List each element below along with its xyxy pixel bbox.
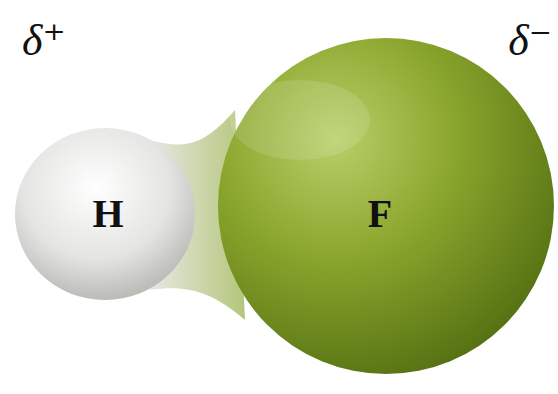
atom-sphere: H (48, 163, 168, 263)
partial-charge: δ⁺ (22, 14, 66, 66)
atom-sphere: F (280, 133, 480, 293)
atom-symbol: H (92, 190, 123, 237)
hydrogen-sphere (15, 128, 195, 300)
atom-symbol: F (368, 190, 392, 237)
highlight (230, 80, 370, 160)
fluorine-sphere (218, 38, 554, 374)
partial-charge: δ⁻ (508, 14, 552, 66)
